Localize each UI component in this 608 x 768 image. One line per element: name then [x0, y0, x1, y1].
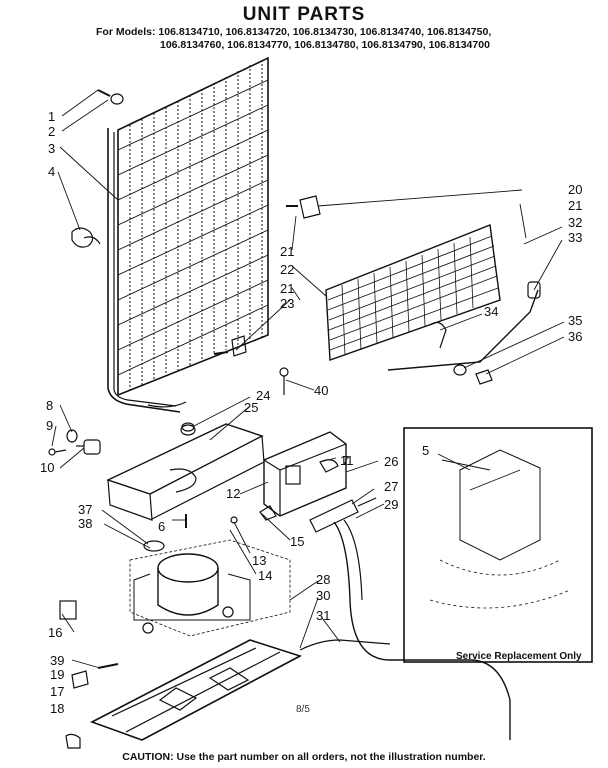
callout: 11: [340, 453, 354, 468]
part-13: [230, 516, 238, 524]
tube-part-29: [333, 519, 511, 740]
part-10: [76, 439, 101, 455]
screw-part-40: [279, 367, 289, 395]
callout: 32: [568, 215, 582, 230]
part-8: [66, 429, 78, 443]
callout: 12: [226, 486, 240, 501]
callout: 10: [40, 460, 54, 475]
part-17-19: [71, 670, 89, 689]
callout: 30: [316, 588, 330, 603]
callout: 1: [48, 109, 55, 124]
callout: 19: [50, 667, 64, 682]
page-stamp: 8/5: [296, 704, 310, 715]
callout: 38: [78, 516, 92, 531]
screw-part-39: [97, 663, 119, 669]
callout: 5: [422, 443, 429, 458]
callout: 13: [252, 553, 266, 568]
clip-part-34: [429, 321, 447, 349]
part-9: [48, 448, 67, 456]
bracket-part-20: [286, 195, 321, 219]
callout: 2: [48, 124, 55, 139]
callout: 9: [46, 418, 53, 433]
callout: 16: [48, 625, 62, 640]
callout: 20: [568, 182, 582, 197]
callout: 35: [568, 313, 582, 328]
callout: 18: [50, 701, 64, 716]
callout: 37: [78, 502, 92, 517]
part-37-38: [143, 540, 165, 552]
callout: 36: [568, 329, 582, 344]
inset-box: [403, 427, 593, 663]
evaporator-coil: [325, 224, 541, 371]
callout: 23: [280, 296, 294, 311]
callout-labels: 1 2 3 4 5 6 7 8 9 10 11 12 13 14 15 16 1…: [40, 109, 582, 716]
callout: 8: [46, 398, 53, 413]
callout: 21: [280, 281, 294, 296]
leader-lines: [51, 89, 565, 669]
part-24: [181, 422, 195, 432]
relay-box-part-11: [263, 431, 347, 517]
page-title: UNIT PARTS: [242, 4, 366, 25]
clip-part-36: [475, 369, 493, 385]
callout: 15: [290, 534, 304, 549]
callout: 29: [384, 497, 398, 512]
callout: 21: [568, 198, 582, 213]
condenser-coil: [107, 56, 269, 413]
callout: 24: [256, 388, 270, 403]
callout: 40: [314, 383, 328, 398]
callout: 22: [280, 262, 294, 277]
callout: 7: [342, 453, 349, 468]
tube-part-31: [299, 639, 391, 651]
drain-pan-part-25: [106, 423, 265, 521]
part-16: [59, 600, 77, 620]
grommet-part-35: [453, 364, 467, 376]
callout: 39: [50, 653, 64, 668]
callout: 34: [484, 304, 498, 319]
callout: 25: [244, 400, 258, 415]
base-frame-part-18: [90, 639, 303, 741]
callout: 6: [158, 519, 165, 534]
callout: 17: [50, 684, 64, 699]
models-line-1: For Models: 106.8134710, 106.8134720, 10…: [96, 26, 492, 38]
inset-caption: Service Replacement Only: [456, 651, 582, 662]
callout: 33: [568, 230, 582, 245]
callout: 3: [48, 141, 55, 156]
callout: 27: [384, 479, 398, 494]
clip-part-4: [71, 227, 101, 248]
part-15: [259, 505, 277, 521]
clip-part-bottom: [65, 733, 81, 749]
compressor-part-14: [129, 539, 291, 637]
callout: 4: [48, 164, 55, 179]
callout: 31: [316, 608, 330, 623]
models-line-2: 106.8134760, 106.8134770, 106.8134780, 1…: [160, 39, 490, 51]
screw-part-1: [97, 89, 124, 105]
callout: 26: [384, 454, 398, 469]
callout: 14: [258, 568, 272, 583]
callout: 28: [316, 572, 330, 587]
caution-note: CAUTION: Use the part number on all orde…: [122, 751, 486, 763]
callout: 21: [280, 244, 294, 259]
dryer-part-27: [309, 497, 377, 533]
bracket-part-23: [213, 335, 247, 357]
